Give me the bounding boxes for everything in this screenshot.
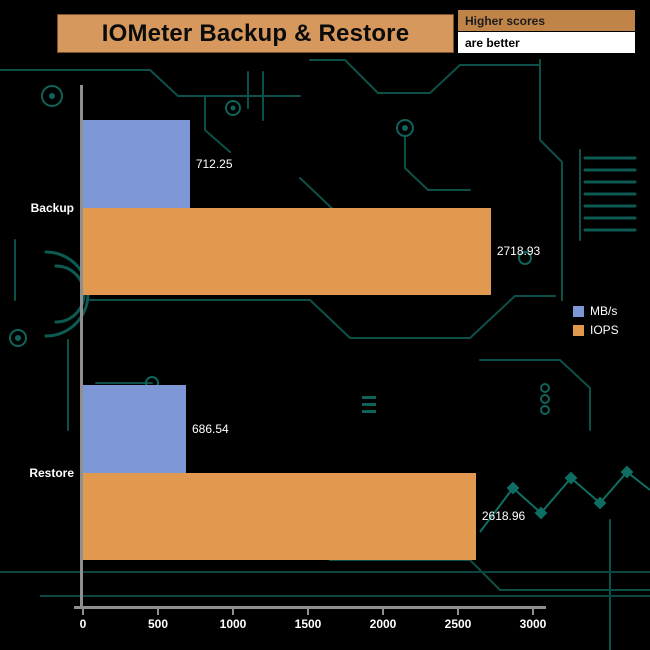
x-tick-2500 (457, 609, 459, 615)
bar-backup-mbs (83, 120, 190, 208)
x-tick-1500 (307, 609, 309, 615)
bar-restore-iops (83, 472, 476, 560)
x-tick-0 (82, 609, 84, 615)
x-tick-500 (157, 609, 159, 615)
legend-swatch-mbs (573, 305, 584, 317)
legend-swatch-iops (573, 324, 584, 336)
bar-backup-iops (83, 207, 491, 295)
value-label-restore-mbs: 686.54 (191, 421, 229, 436)
chart-title: IOMeter Backup & Restore (57, 14, 454, 53)
category-label-restore: Restore (29, 465, 74, 480)
x-axis-line (74, 606, 546, 609)
x-tick-label-500: 500 (147, 617, 169, 631)
note-are-better: are better (458, 32, 635, 53)
value-label-backup-mbs: 712.25 (195, 156, 233, 171)
value-label-backup-iops: 2718.93 (496, 244, 541, 259)
bar-restore-mbs (83, 385, 186, 473)
x-tick-2000 (382, 609, 384, 615)
legend-label-mbs: MB/s (590, 304, 618, 318)
y-axis-line (80, 85, 83, 609)
x-tick-label-1500: 1500 (294, 617, 322, 631)
value-label-restore-iops: 2618.96 (481, 509, 526, 524)
category-label-backup: Backup (30, 200, 74, 215)
note-higher-scores: Higher scores (458, 10, 635, 31)
x-tick-label-2500: 2500 (444, 617, 472, 631)
x-tick-label-2000: 2000 (369, 617, 397, 631)
x-tick-1000 (232, 609, 234, 615)
legend-item-mbs: MB/s (573, 304, 619, 318)
legend-item-iops: IOPS (573, 323, 619, 337)
x-tick-3000 (532, 609, 534, 615)
x-tick-label-0: 0 (79, 617, 87, 631)
x-tick-label-3000: 3000 (519, 617, 547, 631)
legend-label-iops: IOPS (590, 323, 619, 337)
x-tick-label-1000: 1000 (219, 617, 247, 631)
